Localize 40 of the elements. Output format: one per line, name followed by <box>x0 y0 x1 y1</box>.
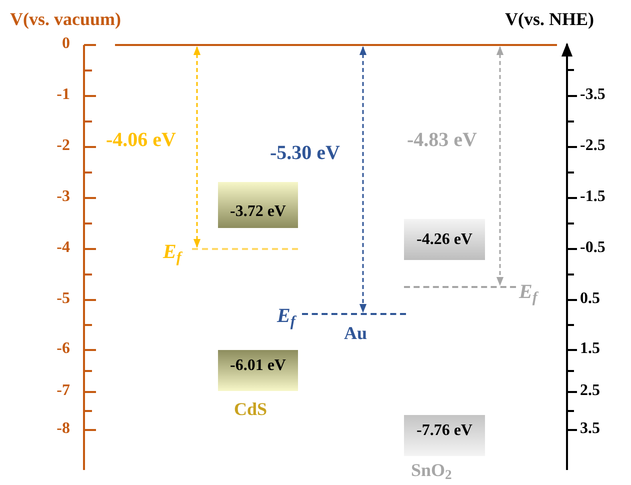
dashed-arrow <box>193 46 201 248</box>
fermi-level-label: E$_{f}$ <box>277 304 296 329</box>
fermi-level-label: E$_{f}$ <box>163 240 182 265</box>
energy-value: -7.76 eV <box>416 421 472 441</box>
tick-label: -3.5 <box>580 85 606 105</box>
tick-label: 2.5 <box>580 381 600 401</box>
conduction-band-box <box>404 219 485 260</box>
fermi-level-line <box>404 286 516 288</box>
dashed-arrow <box>496 46 504 286</box>
fermi-level-label: E$_{f}$ <box>519 280 538 305</box>
valence-band-box <box>404 415 485 456</box>
tick-label: -1.5 <box>580 187 606 207</box>
fermi-level-line <box>302 313 406 315</box>
material-label: Au <box>344 322 368 344</box>
tick-label: -5 <box>56 289 70 309</box>
conduction-band-box <box>218 182 298 228</box>
energy-value: -3.72 eV <box>230 202 286 222</box>
tick-label: 3.5 <box>580 419 600 439</box>
tick-label: -2 <box>56 136 70 156</box>
tick-label: -1 <box>56 85 70 105</box>
material-label: SnO$_{2}$ <box>411 459 452 482</box>
tick-label: -3 <box>56 187 70 207</box>
tick-label: -4 <box>56 238 70 258</box>
valence-band-box <box>218 350 298 391</box>
tick-label: -0.5 <box>580 238 606 258</box>
tick-label: 0 <box>61 34 70 54</box>
axis-title: V(vs. vacuum) <box>10 8 121 30</box>
tick-label: -2.5 <box>580 136 606 156</box>
dashed-arrow <box>359 46 367 313</box>
energy-value: -6.01 eV <box>230 356 286 376</box>
tick-label: 0.5 <box>580 289 600 309</box>
energy-value: -4.26 eV <box>416 230 472 250</box>
material-label: CdS <box>234 398 268 420</box>
tick-label: -8 <box>56 419 70 439</box>
tick-label: -6 <box>56 339 70 359</box>
tick-label: -7 <box>56 381 70 401</box>
fermi-level-line <box>192 248 298 250</box>
vacuum-level-line <box>115 44 557 46</box>
tick-label: 1.5 <box>580 339 600 359</box>
axis-title: V(vs. NHE) <box>505 8 594 30</box>
